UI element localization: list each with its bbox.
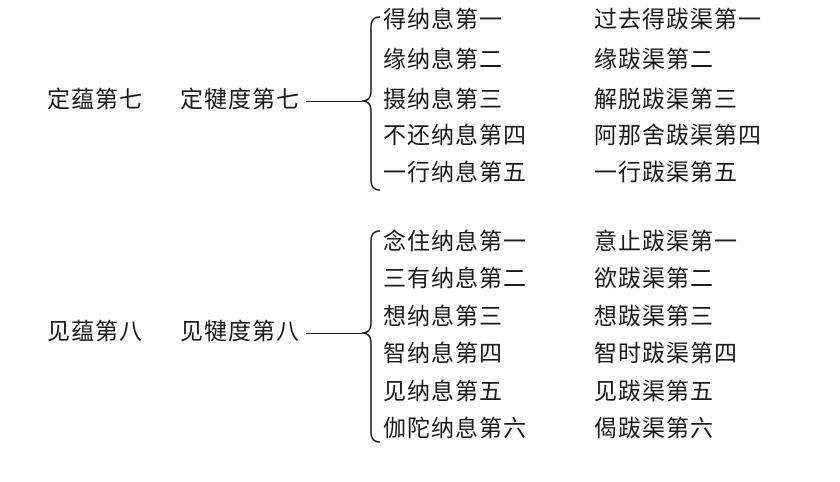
group-1-right-item: 一行跋渠第五: [594, 160, 738, 186]
group-1-right-item: 解脱跋渠第三: [594, 87, 738, 113]
group-1-right-item: 过去得跋渠第一: [594, 7, 762, 33]
group-2-section-label: 见蕴第八: [47, 319, 143, 345]
group-2-curly-brace: [361, 230, 381, 443]
group-1-left-item: 缘纳息第二: [383, 47, 503, 73]
group-1-left-item: 一行纳息第五: [383, 160, 527, 186]
group-2-right-item: 见跋渠第五: [594, 379, 714, 405]
group-2-left-item: 念住纳息第一: [383, 229, 527, 255]
group-2-right-item: 想跋渠第三: [594, 304, 714, 330]
group-2-right-item: 欲跋渠第二: [594, 266, 714, 292]
group-1-left-item: 摄纳息第三: [383, 87, 503, 113]
group-2-right-item: 偈跋渠第六: [594, 416, 714, 442]
group-2-left-item: 见纳息第五: [383, 379, 503, 405]
group-2-left-item: 伽陀纳息第六: [383, 416, 527, 442]
group-2-connector-dash: [306, 333, 362, 334]
group-1-left-item: 得纳息第一: [383, 7, 503, 33]
group-1-curly-brace: [361, 16, 381, 191]
group-2-left-item: 智纳息第四: [383, 341, 503, 367]
group-1-right-item: 阿那舍跋渠第四: [594, 123, 762, 149]
group-1-section-label: 定蕴第七: [47, 87, 143, 113]
group-1-subsection-label: 定犍度第七: [180, 87, 300, 113]
group-1-left-item: 不还纳息第四: [383, 123, 527, 149]
group-1-right-item: 缘跋渠第二: [594, 47, 714, 73]
group-2-left-item: 想纳息第三: [383, 304, 503, 330]
group-2-left-item: 三有纳息第二: [383, 266, 527, 292]
group-2-right-item: 意止跋渠第一: [594, 229, 738, 255]
group-2-subsection-label: 见犍度第八: [180, 319, 300, 345]
group-1-connector-dash: [306, 101, 362, 102]
group-2-right-item: 智时跋渠第四: [594, 341, 738, 367]
